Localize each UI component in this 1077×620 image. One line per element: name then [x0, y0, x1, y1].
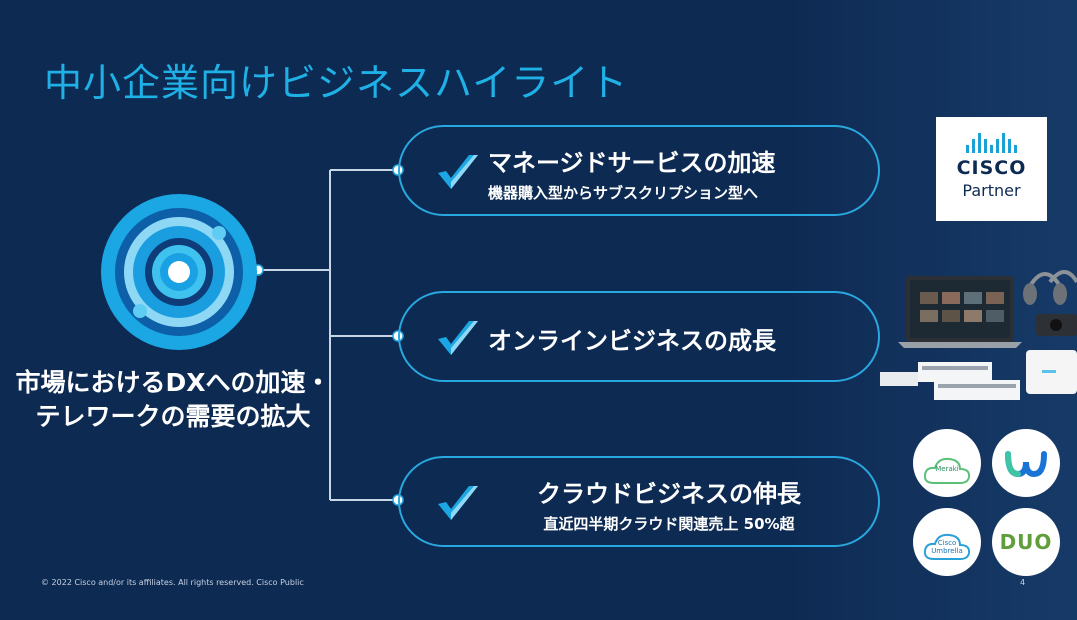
copyright-footer: © 2022 Cisco and/or its affiliates. All … — [41, 578, 304, 587]
highlight-title: クラウドビジネスの伸長 — [537, 480, 801, 508]
cisco-bars-icon — [936, 133, 1047, 153]
page-title: 中小企業向けビジネスハイライト — [44, 61, 629, 105]
devices-illustration — [880, 270, 1077, 400]
highlight-online-business: オンラインビジネスの成長 — [398, 291, 880, 382]
checkmark-icon — [438, 155, 478, 189]
page-number: 4 — [1020, 578, 1026, 587]
meraki-label: Meraki — [935, 465, 959, 473]
highlight-subtitle: 直近四半期クラウド関連売上 50%超 — [543, 515, 795, 533]
cisco-partner-logo: CISCO Partner — [936, 117, 1047, 221]
cisco-wordmark: CISCO — [956, 157, 1027, 179]
concentric-circles-icon — [100, 193, 258, 351]
partner-wordmark: Partner — [962, 181, 1021, 200]
meraki-logo: Meraki — [913, 429, 981, 497]
hub-text-line-2: テレワークの需要の拡大 — [35, 402, 311, 431]
highlight-title: オンラインビジネスの成長 — [488, 327, 776, 355]
duo-logo: DUO — [992, 508, 1060, 576]
umbrella-logo: Cisco Umbrella — [913, 508, 981, 576]
umbrella-label: Cisco Umbrella — [931, 539, 963, 555]
highlight-managed-services: マネージドサービスの加速 機器購入型からサブスクリプション型へ — [398, 125, 880, 216]
hub-text-line-1: 市場におけるDXへの加速・ — [15, 368, 331, 397]
webex-icon — [1005, 451, 1047, 478]
checkmark-icon — [438, 486, 478, 520]
checkmark-icon — [438, 321, 478, 355]
highlight-title: マネージドサービスの加速 — [488, 149, 776, 177]
highlight-subtitle: 機器購入型からサブスクリプション型へ — [488, 184, 759, 202]
duo-wordmark: DUO — [999, 530, 1053, 554]
cloud-icon — [923, 533, 971, 560]
webex-logo — [992, 429, 1060, 497]
hub-description: 市場におけるDXへの加速・ テレワークの需要の拡大 — [8, 366, 338, 434]
highlight-cloud-business: クラウドビジネスの伸長 直近四半期クラウド関連売上 50%超 — [398, 456, 880, 547]
cloud-icon — [923, 457, 971, 484]
